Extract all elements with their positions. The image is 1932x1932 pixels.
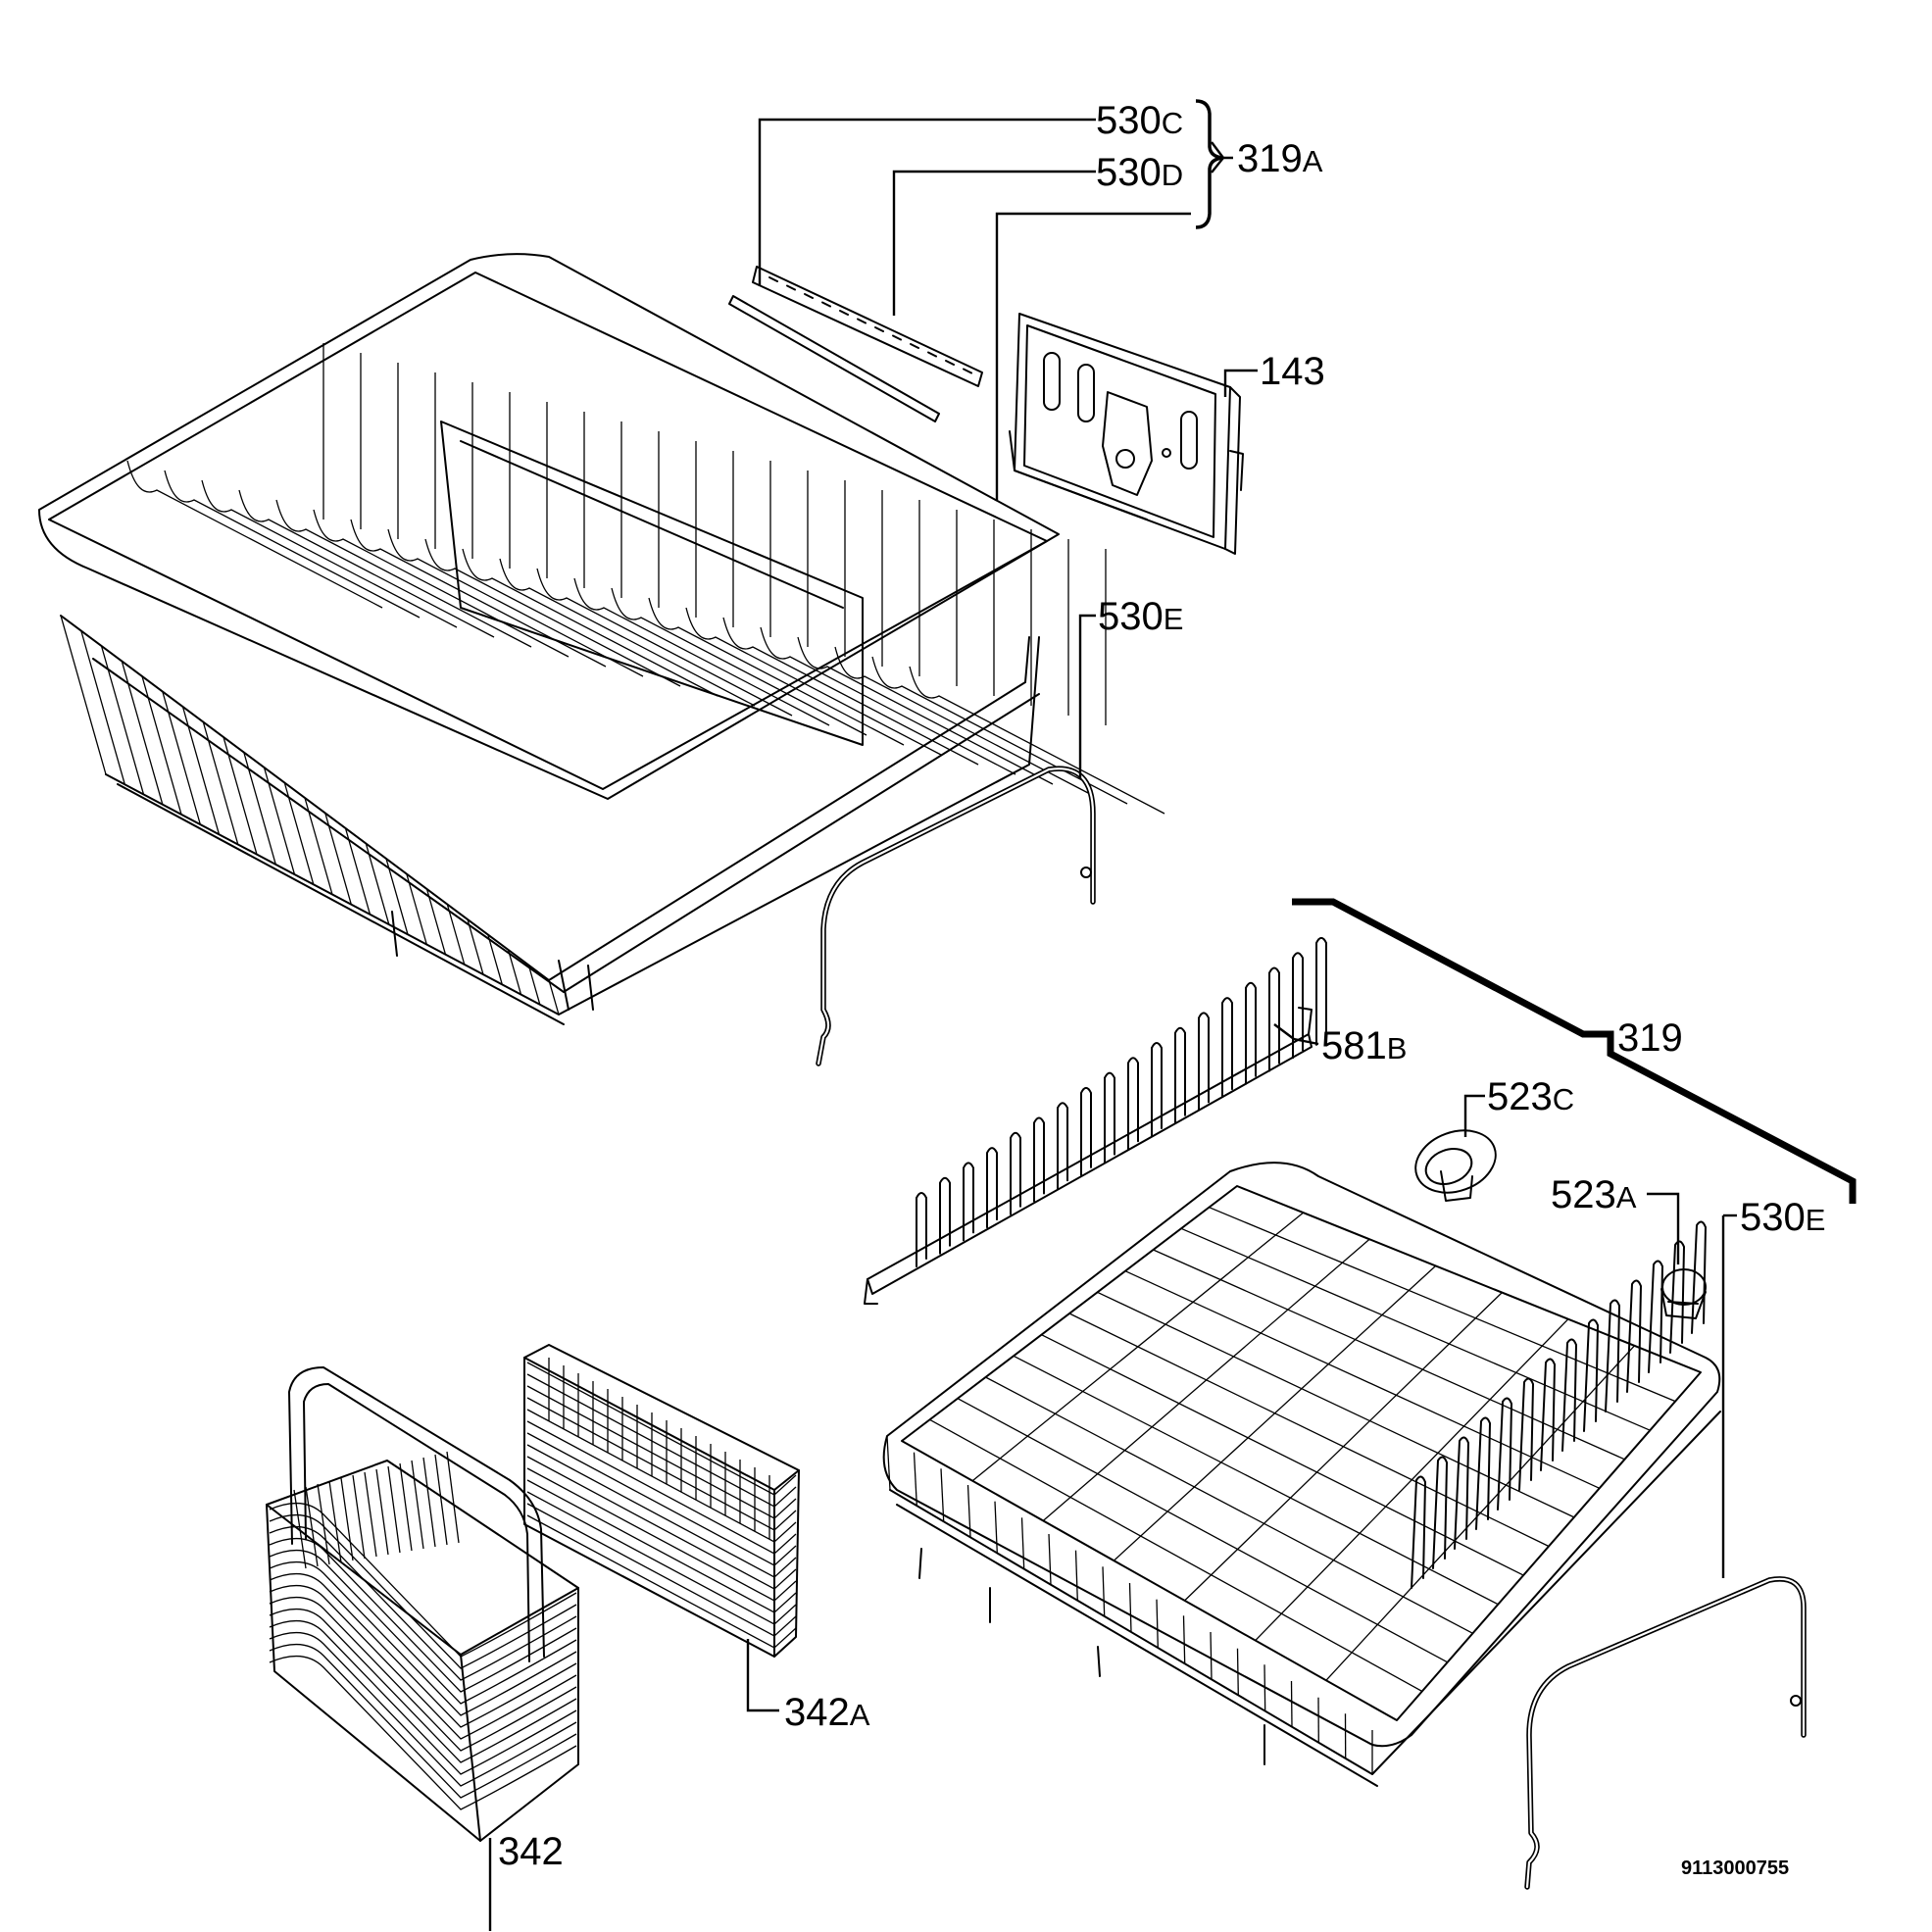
callout-319a: 319A [1237,137,1323,180]
bracket-143 [1009,313,1244,555]
callout-319: 319 [1617,1016,1683,1060]
document-number: 9113000755 [1681,1858,1789,1879]
callout-581b: 581B [1321,1024,1407,1067]
rail-strip-530d [728,295,940,422]
roller-523c [1414,1129,1497,1202]
tine-rack-581b [864,936,1327,1305]
callout-143: 143 [1260,350,1325,393]
callout-523a: 523A [1551,1173,1637,1216]
callout-530e-upper: 530E [1098,595,1183,638]
callout-342: 342 [498,1830,564,1873]
rail-strip-530c [752,266,983,387]
lower-basket [882,1162,1721,1787]
cutlery-basket-342a [523,1344,800,1658]
callout-labels: 530C 530D 319A 143 530E 319 581B 523C 52… [498,99,1825,1879]
leader-lines [488,99,1857,1931]
callout-523c: 523C [1487,1075,1574,1118]
callout-530d: 530D [1096,151,1183,194]
callout-530c: 530C [1096,99,1183,142]
rail-hook-530e-lower [1524,1576,1807,1890]
rail-hook-530e-upper [816,766,1096,1066]
callout-342a: 342A [784,1691,870,1734]
upper-basket [38,253,1165,1025]
callout-530e-lower: 530E [1740,1196,1825,1239]
cutlery-basket-342 [266,1366,579,1842]
